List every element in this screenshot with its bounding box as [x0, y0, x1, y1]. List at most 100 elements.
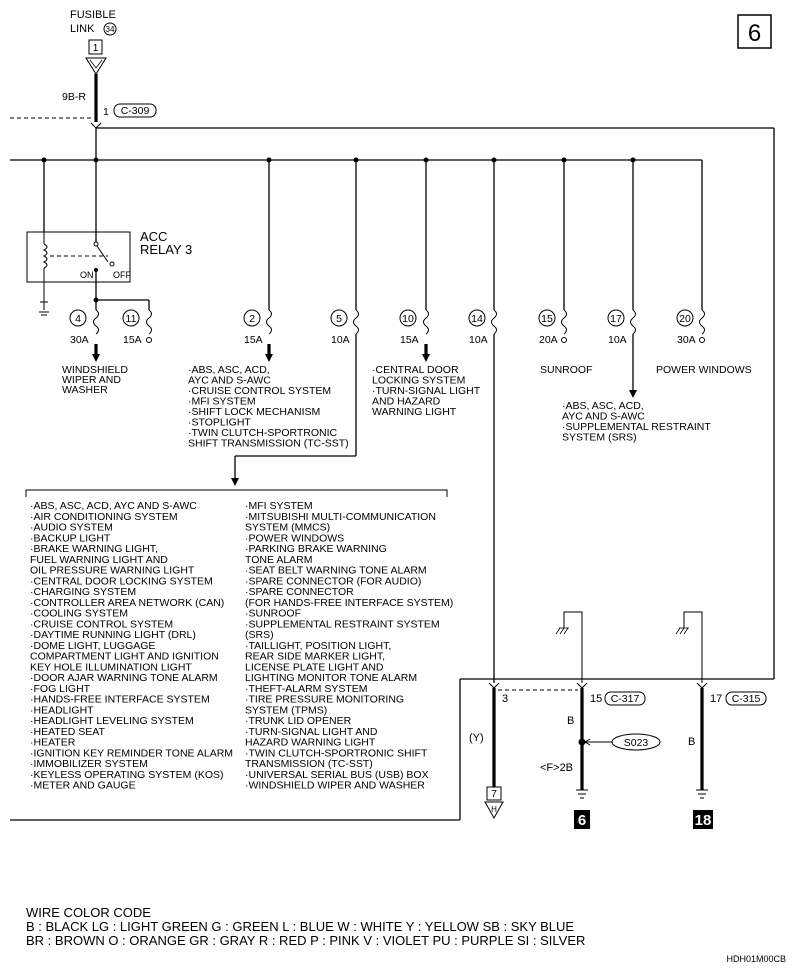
load-line: ·SHIFT LOCK MECHANISM	[188, 406, 320, 418]
system-list-item: ·SPARE CONNECTOR (FOR AUDIO)	[245, 575, 421, 587]
fuse-17: 17 10A	[607, 160, 637, 398]
system-list-item: ·CONTROLLER AREA NETWORK (CAN)	[30, 597, 224, 609]
main-wire-pin: 1	[103, 106, 109, 118]
load-line: SYSTEM (SRS)	[562, 432, 637, 444]
system-list-item: FUEL WARNING LIGHT AND	[30, 554, 168, 566]
systems-list-right: ·MFI SYSTEM·MITSUBISHI MULTI-COMMUNICATI…	[245, 500, 453, 792]
load-line: ·CRUISE CONTROL SYSTEM	[188, 385, 331, 397]
system-list-item: ·IGNITION KEY REMINDER TONE ALARM	[30, 747, 233, 759]
fuse-number: 17	[610, 313, 622, 325]
system-list-item: ·IMMOBILIZER SYSTEM	[30, 758, 148, 770]
arrow-ref: 7	[491, 788, 497, 800]
system-list-item: (FOR HANDS-FREE INTERFACE SYSTEM)	[245, 597, 453, 609]
load-line: ·TURN-SIGNAL LIGHT	[372, 385, 481, 397]
load-fuse17: ·ABS, ASC, ACD, AYC AND S-AWC ·SUPPLEMEN…	[562, 400, 711, 444]
system-list-item: ·DAYTIME RUNNING LIGHT (DRL)	[30, 629, 196, 641]
connector-c315: C-315	[732, 693, 761, 705]
load-fuse2: ·ABS, ASC, ACD, AYC AND S-AWC ·CRUISE CO…	[188, 364, 349, 450]
system-list-item: ·HEATER	[30, 737, 76, 749]
load-fuse10: ·CENTRAL DOOR LOCKING SYSTEM ·TURN-SIGNA…	[372, 364, 481, 418]
pin-17: 17	[710, 693, 722, 705]
system-list-item: ·ABS, ASC, ACD, AYC AND S-AWC	[30, 500, 197, 512]
system-list-item: ·DOME LIGHT, LUGGAGE	[30, 640, 155, 652]
drawing-code: HDH01M00CB	[726, 954, 786, 964]
system-list-item: ·DOOR AJAR WARNING TONE ALARM	[30, 672, 218, 684]
fuse-number: 14	[471, 313, 483, 325]
page-number-box: 6	[737, 14, 772, 49]
system-list-item: TRANSMISSION (TC-SST)	[245, 758, 373, 770]
fuse-number: 5	[336, 313, 342, 325]
system-list-item: ·AIR CONDITIONING SYSTEM	[30, 511, 178, 523]
ground-6: 6	[578, 812, 586, 829]
system-list-item: TONE ALARM	[245, 554, 313, 566]
fuse-amp: 10A	[469, 334, 488, 346]
fuse-amp: 10A	[331, 334, 350, 346]
system-list-item: ·TURN-SIGNAL LIGHT AND	[245, 726, 378, 738]
load-line: ·SUPPLEMENTAL RESTRAINT	[562, 421, 711, 433]
arrow-letter: H	[491, 805, 497, 814]
system-list-item: SYSTEM (TPMS)	[245, 704, 327, 716]
wire-f2b: <F>2B	[540, 762, 573, 774]
system-list-item: ·SUPPLEMENTAL RESTRAINT SYSTEM	[245, 618, 440, 630]
load-line: LOCKING SYSTEM	[372, 375, 465, 387]
system-list-item: ·WINDSHIELD WIPER AND WASHER	[245, 780, 425, 792]
fuse-number: 11	[126, 313, 137, 325]
system-list-item: ·BRAKE WARNING LIGHT,	[30, 543, 158, 555]
system-list-item: ·PARKING BRAKE WARNING	[245, 543, 387, 555]
fuse-amp: 10A	[608, 334, 627, 346]
system-list-item: ·SUNROOF	[245, 608, 301, 620]
ground-18: 18	[695, 812, 712, 829]
fuse-5: 5 10A	[231, 160, 359, 486]
system-list-item: ·FOG LIGHT	[30, 683, 91, 695]
relay-on-label: ON	[80, 270, 94, 280]
system-list-item: LICENSE PLATE LIGHT AND	[245, 661, 384, 673]
load-line: ·STOPLIGHT	[188, 417, 251, 429]
fuse-amp: 15A	[244, 334, 263, 346]
fusible-link-label-1: FUSIBLE	[70, 9, 116, 21]
system-list-item: ·AUDIO SYSTEM	[30, 522, 113, 534]
system-list-item: ·MITSUBISHI MULTI-COMMUNICATION	[245, 511, 436, 523]
pin-15: 15	[590, 693, 602, 705]
legend-title: WIRE COLOR CODE	[26, 905, 151, 920]
load-line: ·ABS, ASC, ACD,	[562, 400, 644, 412]
load-line: ·TWIN CLUTCH-SPORTRONIC	[188, 427, 338, 439]
page-number: 6	[748, 20, 761, 47]
system-list-item: ·CRUISE CONTROL SYSTEM	[30, 618, 173, 630]
load-line: WASHER	[62, 384, 108, 396]
main-wire-color: 9B-R	[62, 91, 86, 103]
system-list-item: ·TWIN CLUTCH-SPORTRONIC SHIFT	[245, 747, 428, 759]
fuse-number: 2	[249, 313, 255, 325]
fusible-link-label-2: LINK	[70, 23, 95, 35]
system-list-item: ·UNIVERSAL SERIAL BUS (USB) BOX	[245, 769, 429, 781]
fuse-amp: 15A	[400, 334, 419, 346]
fuse-20: 20 30A	[676, 160, 705, 346]
pin-3: 3	[502, 693, 508, 705]
legend-line-1: B : BLACK LG : LIGHT GREEN G : GREEN L :…	[26, 919, 574, 934]
system-list-item: OIL PRESSURE WARNING LIGHT	[30, 565, 195, 577]
system-list-item: ·CHARGING SYSTEM	[30, 586, 136, 598]
load-line: AYC AND S-AWC	[562, 411, 645, 423]
fusible-link: FUSIBLE LINK 34 1	[70, 9, 117, 75]
fuse-number: 10	[402, 313, 414, 325]
load-wiper: WINDSHIELD WIPER AND WASHER	[62, 364, 128, 396]
system-list-item: ·COOLING SYSTEM	[30, 608, 128, 620]
connector-c309: C-309	[121, 105, 150, 117]
system-list-item: ·TRUNK LID OPENER	[245, 715, 352, 727]
load-line: SHIFT TRANSMISSION (TC-SST)	[188, 438, 349, 450]
load-line: ·MFI SYSTEM	[188, 396, 256, 408]
fuse-15: 15 20A	[538, 160, 567, 346]
system-list-item: (SRS)	[245, 629, 274, 641]
system-list-item: ·HEADLIGHT LEVELING SYSTEM	[30, 715, 194, 727]
wire-color-y: (Y)	[469, 732, 484, 744]
system-list-item: ·TAILLIGHT, POSITION LIGHT,	[245, 640, 391, 652]
load-line: ·CENTRAL DOOR	[372, 364, 459, 376]
system-list-item: ·HANDS-FREE INTERFACE SYSTEM	[30, 694, 210, 706]
fuse-14: 14 10A	[468, 160, 497, 683]
wire-color-b2: B	[688, 736, 695, 748]
legend-line-2: BR : BROWN O : ORANGE GR : GRAY R : RED …	[26, 933, 585, 948]
system-list-item: ·CENTRAL DOOR LOCKING SYSTEM	[30, 575, 213, 587]
fuse-amp: 30A	[677, 334, 696, 346]
fuse-10: 10 15A	[399, 160, 430, 362]
wire-color-legend: WIRE COLOR CODE B : BLACK LG : LIGHT GRE…	[26, 905, 585, 948]
